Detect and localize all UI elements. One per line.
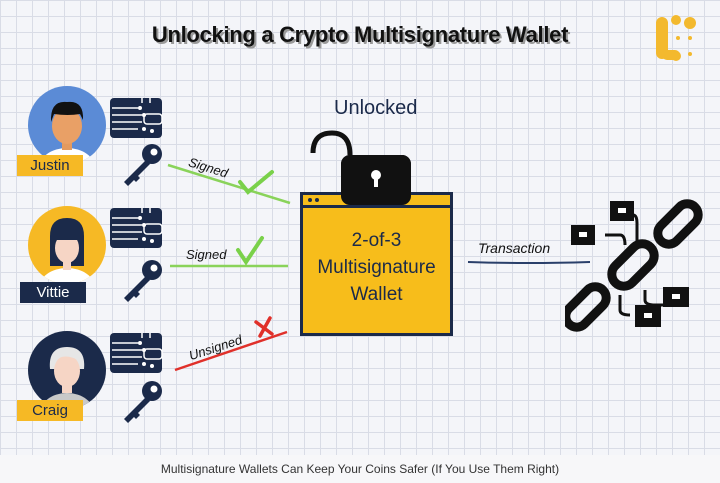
- avatar-craig: [28, 331, 106, 409]
- check-icon: [236, 236, 264, 266]
- multisig-wallet-box: 2-of-3 Multisignature Wallet: [300, 192, 453, 336]
- padlock-body-icon: [341, 155, 411, 205]
- blockchain-icon: [565, 199, 703, 332]
- cross-icon: [254, 316, 274, 338]
- transaction-label: Transaction: [478, 240, 551, 256]
- lock-status-label: Unlocked: [334, 97, 418, 119]
- page-title: Unlocking a Crypto Multisignature Wallet: [151, 22, 569, 47]
- hardware-wallet-and-key-icons: [109, 97, 163, 423]
- wallet-line-3: Wallet: [350, 284, 403, 305]
- brand-logo-icon: [656, 15, 696, 61]
- wallet-line-1: 2-of-3: [351, 230, 402, 251]
- wallet-line-2: Multisignature: [317, 257, 436, 278]
- status-vittie: Signed: [186, 247, 227, 262]
- signer-name-vittie: Vittie: [20, 282, 86, 303]
- signer-name-justin: Justin: [17, 155, 83, 176]
- check-icon: [238, 170, 274, 195]
- footer-caption: Multisignature Wallets Can Keep Your Coi…: [0, 455, 720, 483]
- signer-name-craig: Craig: [17, 400, 83, 421]
- transaction-underline: [467, 261, 591, 264]
- signature-lines: [167, 163, 291, 372]
- avatar-vittie: [28, 206, 106, 284]
- avatar-justin: [28, 86, 106, 164]
